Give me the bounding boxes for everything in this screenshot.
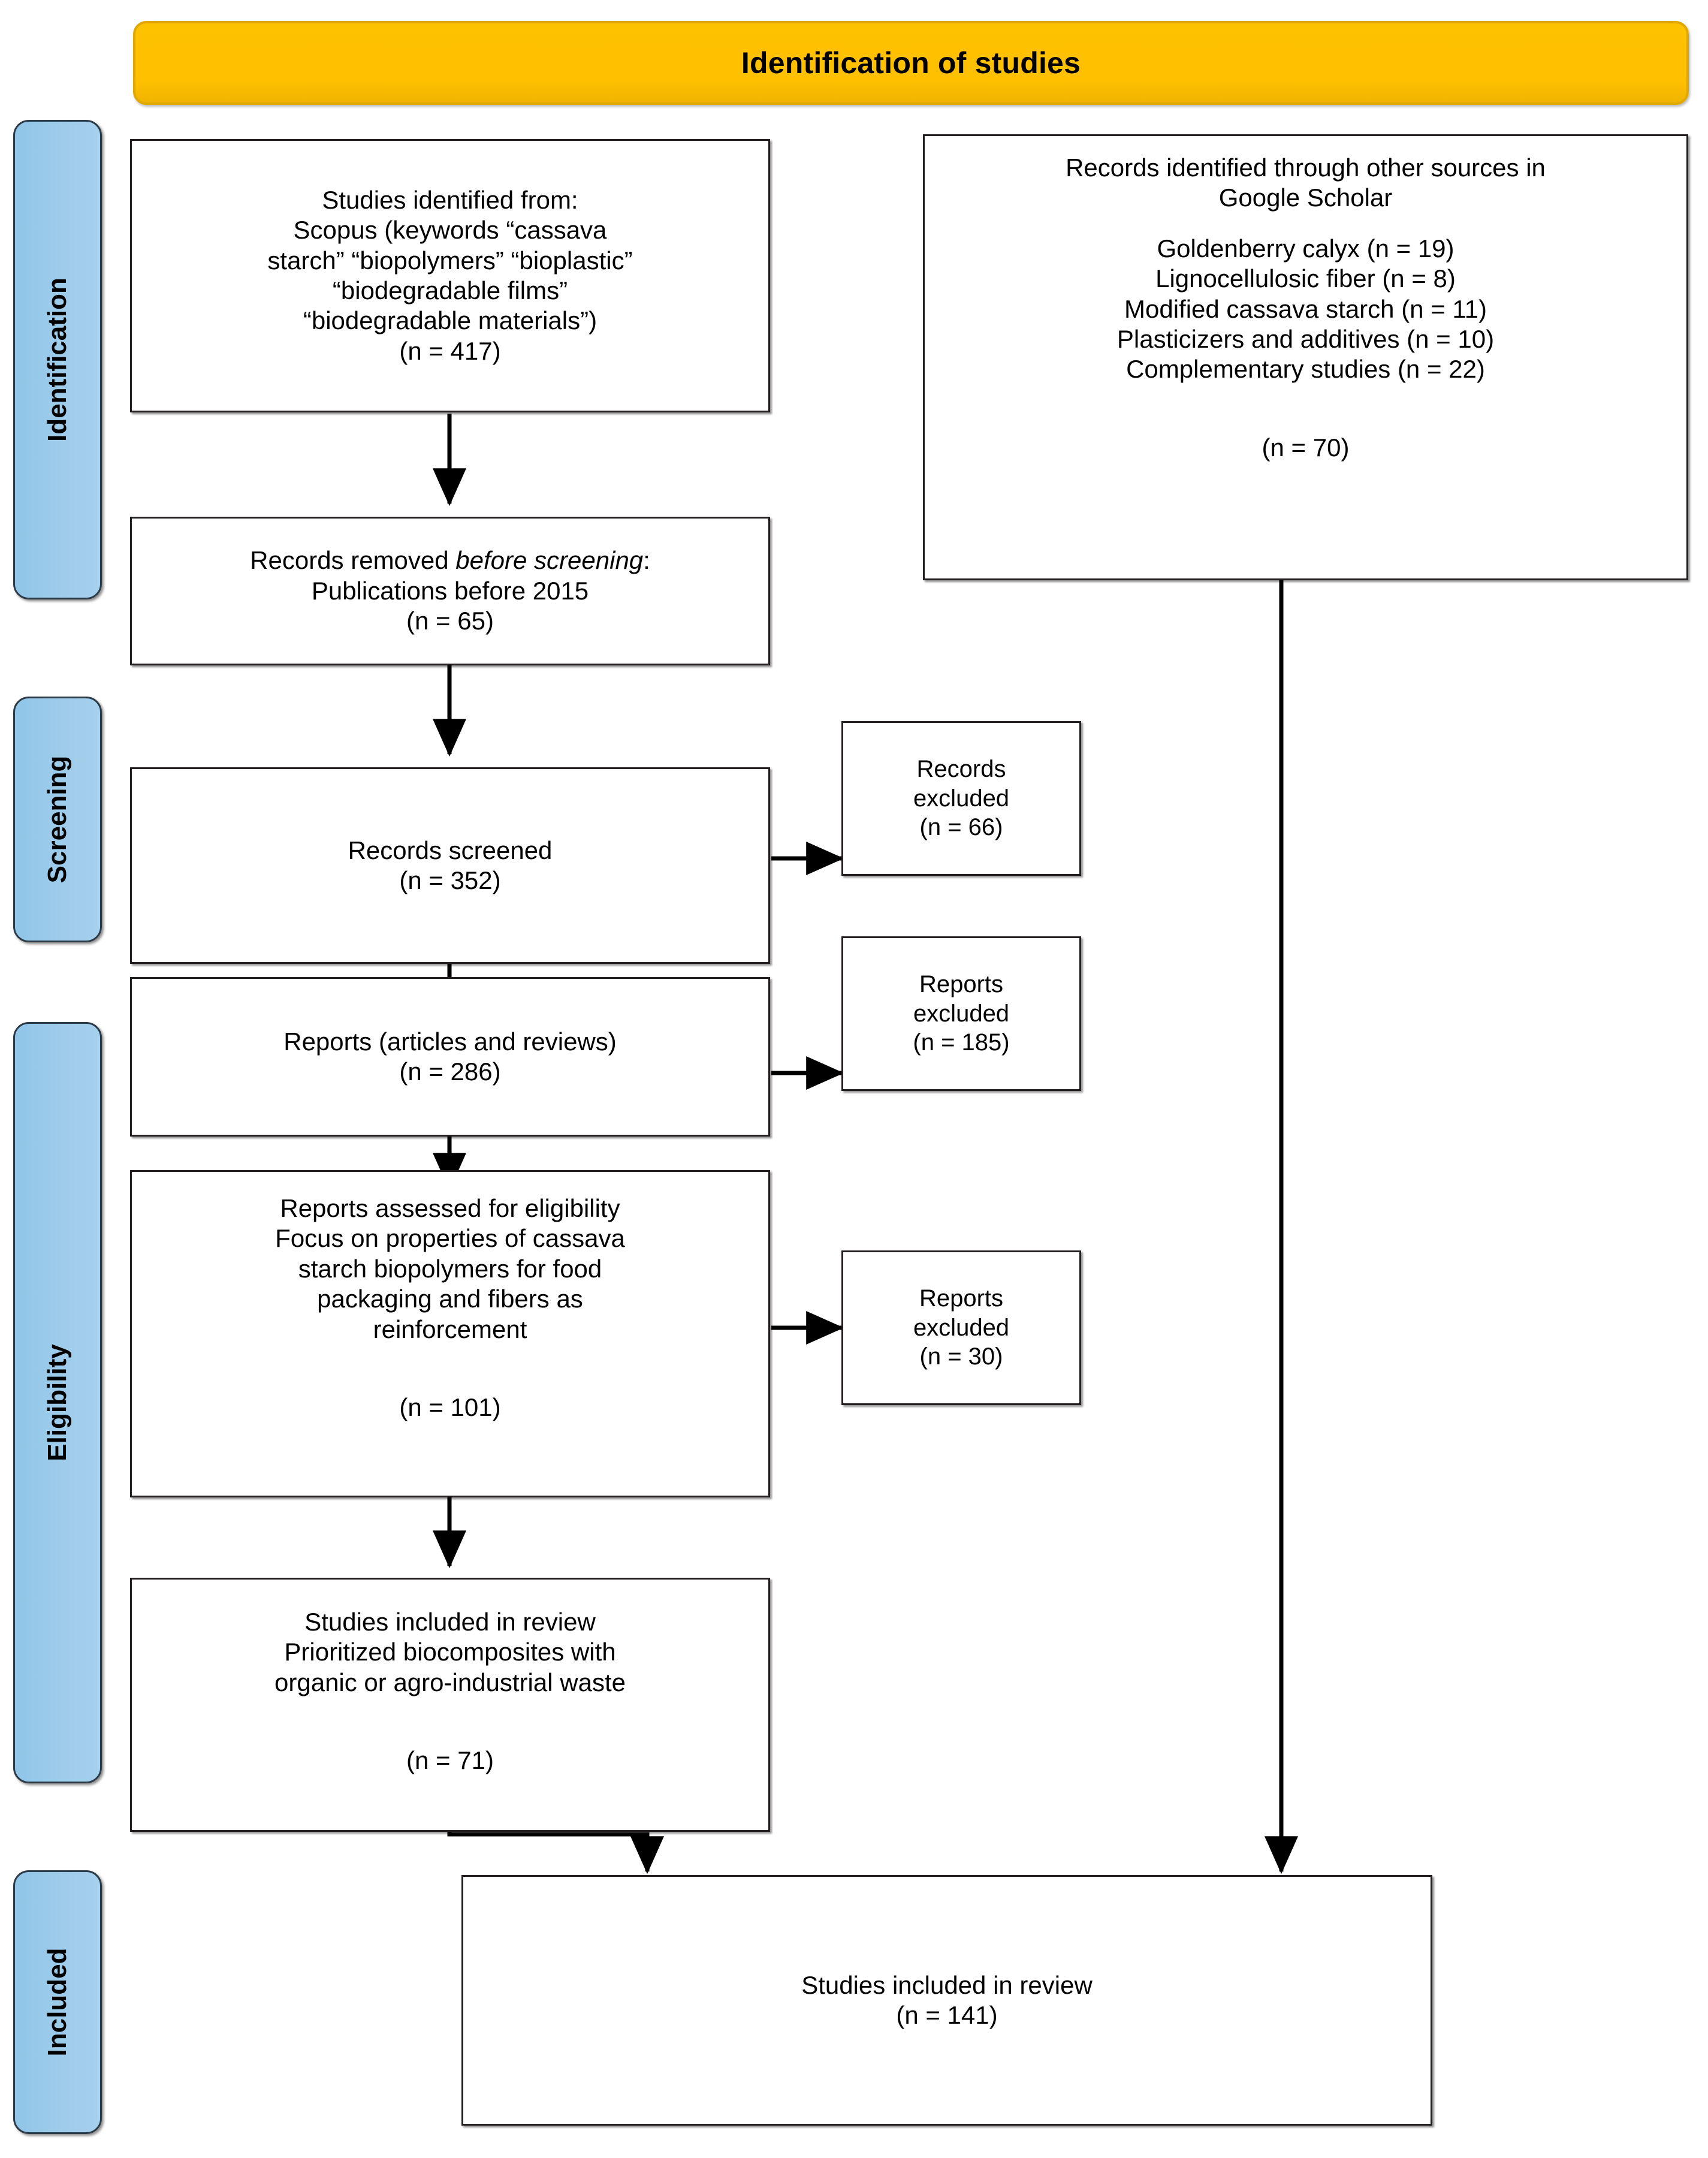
identified-line-4: “biodegradable films”	[332, 276, 568, 305]
identified-line-5: “biodegradable materials”)	[303, 306, 598, 335]
identified-line-1: Studies identified from:	[322, 185, 578, 214]
box-studies-included-total-text: Studies included in review (n = 141)	[801, 1970, 1093, 2031]
records-removed-italic: before screening	[455, 546, 644, 575]
box-records-screened-text: Records screened (n = 352)	[348, 836, 553, 896]
identified-count: (n = 417)	[399, 336, 501, 365]
included-partial-line-3: organic or agro-industrial waste	[274, 1668, 626, 1696]
included-partial-line-2: Prioritized biocomposites with	[284, 1638, 616, 1666]
box-studies-included-partial: Studies included in review Prioritized b…	[130, 1578, 770, 1832]
spacer	[1066, 385, 1546, 433]
stage-tab-included[interactable]: Included	[13, 1870, 102, 2134]
box-reports-excluded-screening: Reports excluded (n = 185)	[841, 936, 1081, 1091]
reports-excluded-2-count: (n = 30)	[919, 1343, 1003, 1370]
box-studies-included-partial-text: Studies included in review Prioritized b…	[274, 1607, 626, 1776]
spacer	[1066, 213, 1546, 234]
stage-tab-screening[interactable]: Screening	[13, 697, 102, 942]
other-sources-count: (n = 70)	[1262, 433, 1350, 462]
spacer	[275, 1345, 625, 1393]
records-screened-count: (n = 352)	[399, 866, 501, 894]
reports-excluded-1-line-1: Reports	[919, 971, 1004, 997]
box-records-screened: Records screened (n = 352)	[130, 767, 770, 964]
other-sources-title-line-2: Google Scholar	[1218, 183, 1393, 212]
box-records-removed-text: Records removed before screening: Public…	[250, 545, 650, 636]
other-sources-item-4: Plasticizers and additives (n = 10)	[1116, 324, 1495, 353]
included-total-count: (n = 141)	[896, 2001, 998, 2029]
stage-tab-identification[interactable]: Identification	[13, 120, 102, 599]
reports-eligibility-line-2: Focus on properties of cassava	[275, 1224, 625, 1253]
stage-tab-included-label: Included	[43, 1948, 72, 2057]
records-excluded-line-1: Records	[916, 755, 1006, 782]
records-excluded-line-2: excluded	[913, 785, 1010, 812]
phase-header-identification: Identification of studies	[133, 21, 1689, 105]
records-removed-prefix: Records removed	[250, 546, 456, 575]
reports-excluded-1-line-2: excluded	[913, 1000, 1010, 1027]
records-removed-line-1: Records removed before screening:	[250, 545, 650, 575]
other-sources-item-5: Complementary studies (n = 22)	[1126, 355, 1485, 384]
included-partial-line-1: Studies included in review	[304, 1608, 596, 1636]
box-studies-identified-text: Studies identified from: Scopus (keyword…	[267, 185, 632, 366]
reports-eligibility-count: (n = 101)	[399, 1393, 501, 1421]
reports-excluded-2-line-1: Reports	[919, 1285, 1004, 1312]
box-other-sources-text: Records identified through other sources…	[1066, 153, 1546, 463]
reports-eligibility-line-1: Reports assessed for eligibility	[280, 1194, 620, 1222]
reports-excluded-1-count: (n = 185)	[913, 1029, 1010, 1056]
reports-eligibility-line-3: starch biopolymers for food	[298, 1254, 602, 1283]
included-partial-count: (n = 71)	[406, 1746, 494, 1775]
stage-tab-eligibility-label: Eligibility	[43, 1344, 72, 1461]
included-total-line-1: Studies included in review	[801, 1970, 1093, 1999]
other-sources-item-1: Goldenberry calyx (n = 19)	[1157, 234, 1454, 263]
records-screened-line-1: Records screened	[348, 836, 553, 864]
reports-articles-count: (n = 286)	[399, 1057, 501, 1086]
identified-line-2: Scopus (keywords “cassava	[293, 216, 607, 245]
phase-header-label: Identification of studies	[741, 46, 1081, 80]
box-reports-excluded-eligibility: Reports excluded (n = 30)	[841, 1250, 1081, 1405]
stage-tab-eligibility[interactable]: Eligibility	[13, 1022, 102, 1783]
reports-articles-line-1: Reports (articles and reviews)	[283, 1027, 617, 1056]
reports-excluded-2-line-2: excluded	[913, 1314, 1010, 1341]
box-reports-articles-text: Reports (articles and reviews) (n = 286)	[283, 1027, 617, 1087]
box-other-sources: Records identified through other sources…	[923, 134, 1688, 580]
stage-tab-identification-label: Identification	[43, 278, 72, 442]
box-reports-eligibility-text: Reports assessed for eligibility Focus o…	[275, 1193, 625, 1422]
records-removed-line-2: Publications before 2015	[311, 576, 589, 605]
box-reports-excluded-eligibility-text: Reports excluded (n = 30)	[913, 1284, 1009, 1372]
box-records-removed: Records removed before screening: Public…	[130, 517, 770, 665]
box-reports-eligibility: Reports assessed for eligibility Focus o…	[130, 1170, 770, 1497]
spacer	[274, 1698, 626, 1746]
records-removed-suffix: :	[643, 546, 650, 575]
reports-eligibility-line-4: packaging and fibers as	[317, 1285, 583, 1313]
box-studies-included-total: Studies included in review (n = 141)	[461, 1875, 1432, 2126]
box-records-excluded-text: Records excluded (n = 66)	[913, 755, 1009, 842]
identified-line-3: starch” “biopolymers” “bioplastic”	[267, 246, 633, 275]
box-reports-excluded-screening-text: Reports excluded (n = 185)	[913, 970, 1009, 1057]
box-studies-identified: Studies identified from: Scopus (keyword…	[130, 139, 770, 412]
other-sources-title-line-1: Records identified through other sources…	[1066, 153, 1546, 182]
other-sources-item-3: Modified cassava starch (n = 11)	[1124, 294, 1487, 323]
reports-eligibility-line-5: reinforcement	[373, 1315, 527, 1343]
stage-tab-screening-label: Screening	[43, 755, 72, 884]
box-records-excluded: Records excluded (n = 66)	[841, 721, 1081, 876]
records-excluded-count: (n = 66)	[919, 814, 1003, 841]
other-sources-item-2: Lignocellulosic fiber (n = 8)	[1155, 264, 1456, 293]
box-reports-articles: Reports (articles and reviews) (n = 286)	[130, 977, 770, 1137]
arrow-included-partial-to-total	[447, 1831, 664, 1874]
records-removed-count: (n = 65)	[406, 607, 494, 635]
